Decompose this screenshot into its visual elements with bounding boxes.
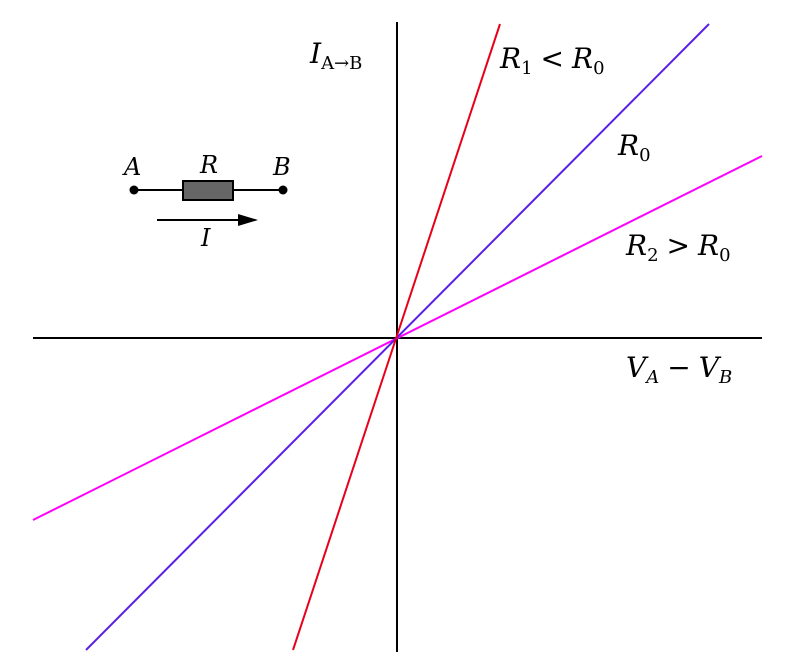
resistor-symbol bbox=[182, 180, 234, 201]
node-b-dot bbox=[278, 185, 288, 195]
line-r0-label: R0 bbox=[618, 129, 651, 166]
line-r1 bbox=[292, 23, 501, 651]
current-arrow-head bbox=[238, 214, 258, 226]
line-r1-label: R1<R0 bbox=[500, 42, 605, 79]
current-label: I bbox=[201, 224, 211, 252]
line-r2-label: R2>R0 bbox=[626, 229, 731, 266]
y-axis-label: IA→B bbox=[310, 37, 363, 74]
node-a-label: A bbox=[124, 153, 142, 181]
node-a-dot bbox=[129, 185, 139, 195]
node-b-label: B bbox=[273, 153, 291, 181]
x-axis-label: VA−VB bbox=[626, 351, 733, 388]
resistor-label: R bbox=[200, 151, 219, 179]
